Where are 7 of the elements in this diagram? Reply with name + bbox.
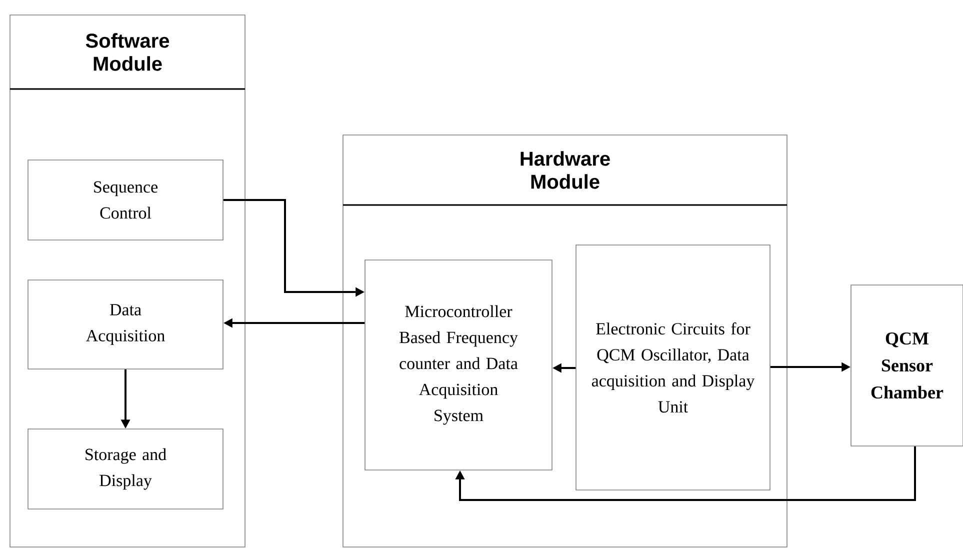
process-box: Microcontroller Based Frequency counter and Data Acquisition System	[364, 260, 552, 470]
process-box: QCM Sensor Chamber	[850, 284, 963, 446]
process-box: Sequence Control	[28, 160, 224, 240]
arrow	[455, 446, 916, 501]
process-box: Storage and Display	[28, 428, 224, 510]
process-box: Electronic Circuits for QCM Oscillator, Data acquisition and Display Unit	[576, 244, 770, 490]
process-box: Data Acquisition	[28, 280, 224, 370]
